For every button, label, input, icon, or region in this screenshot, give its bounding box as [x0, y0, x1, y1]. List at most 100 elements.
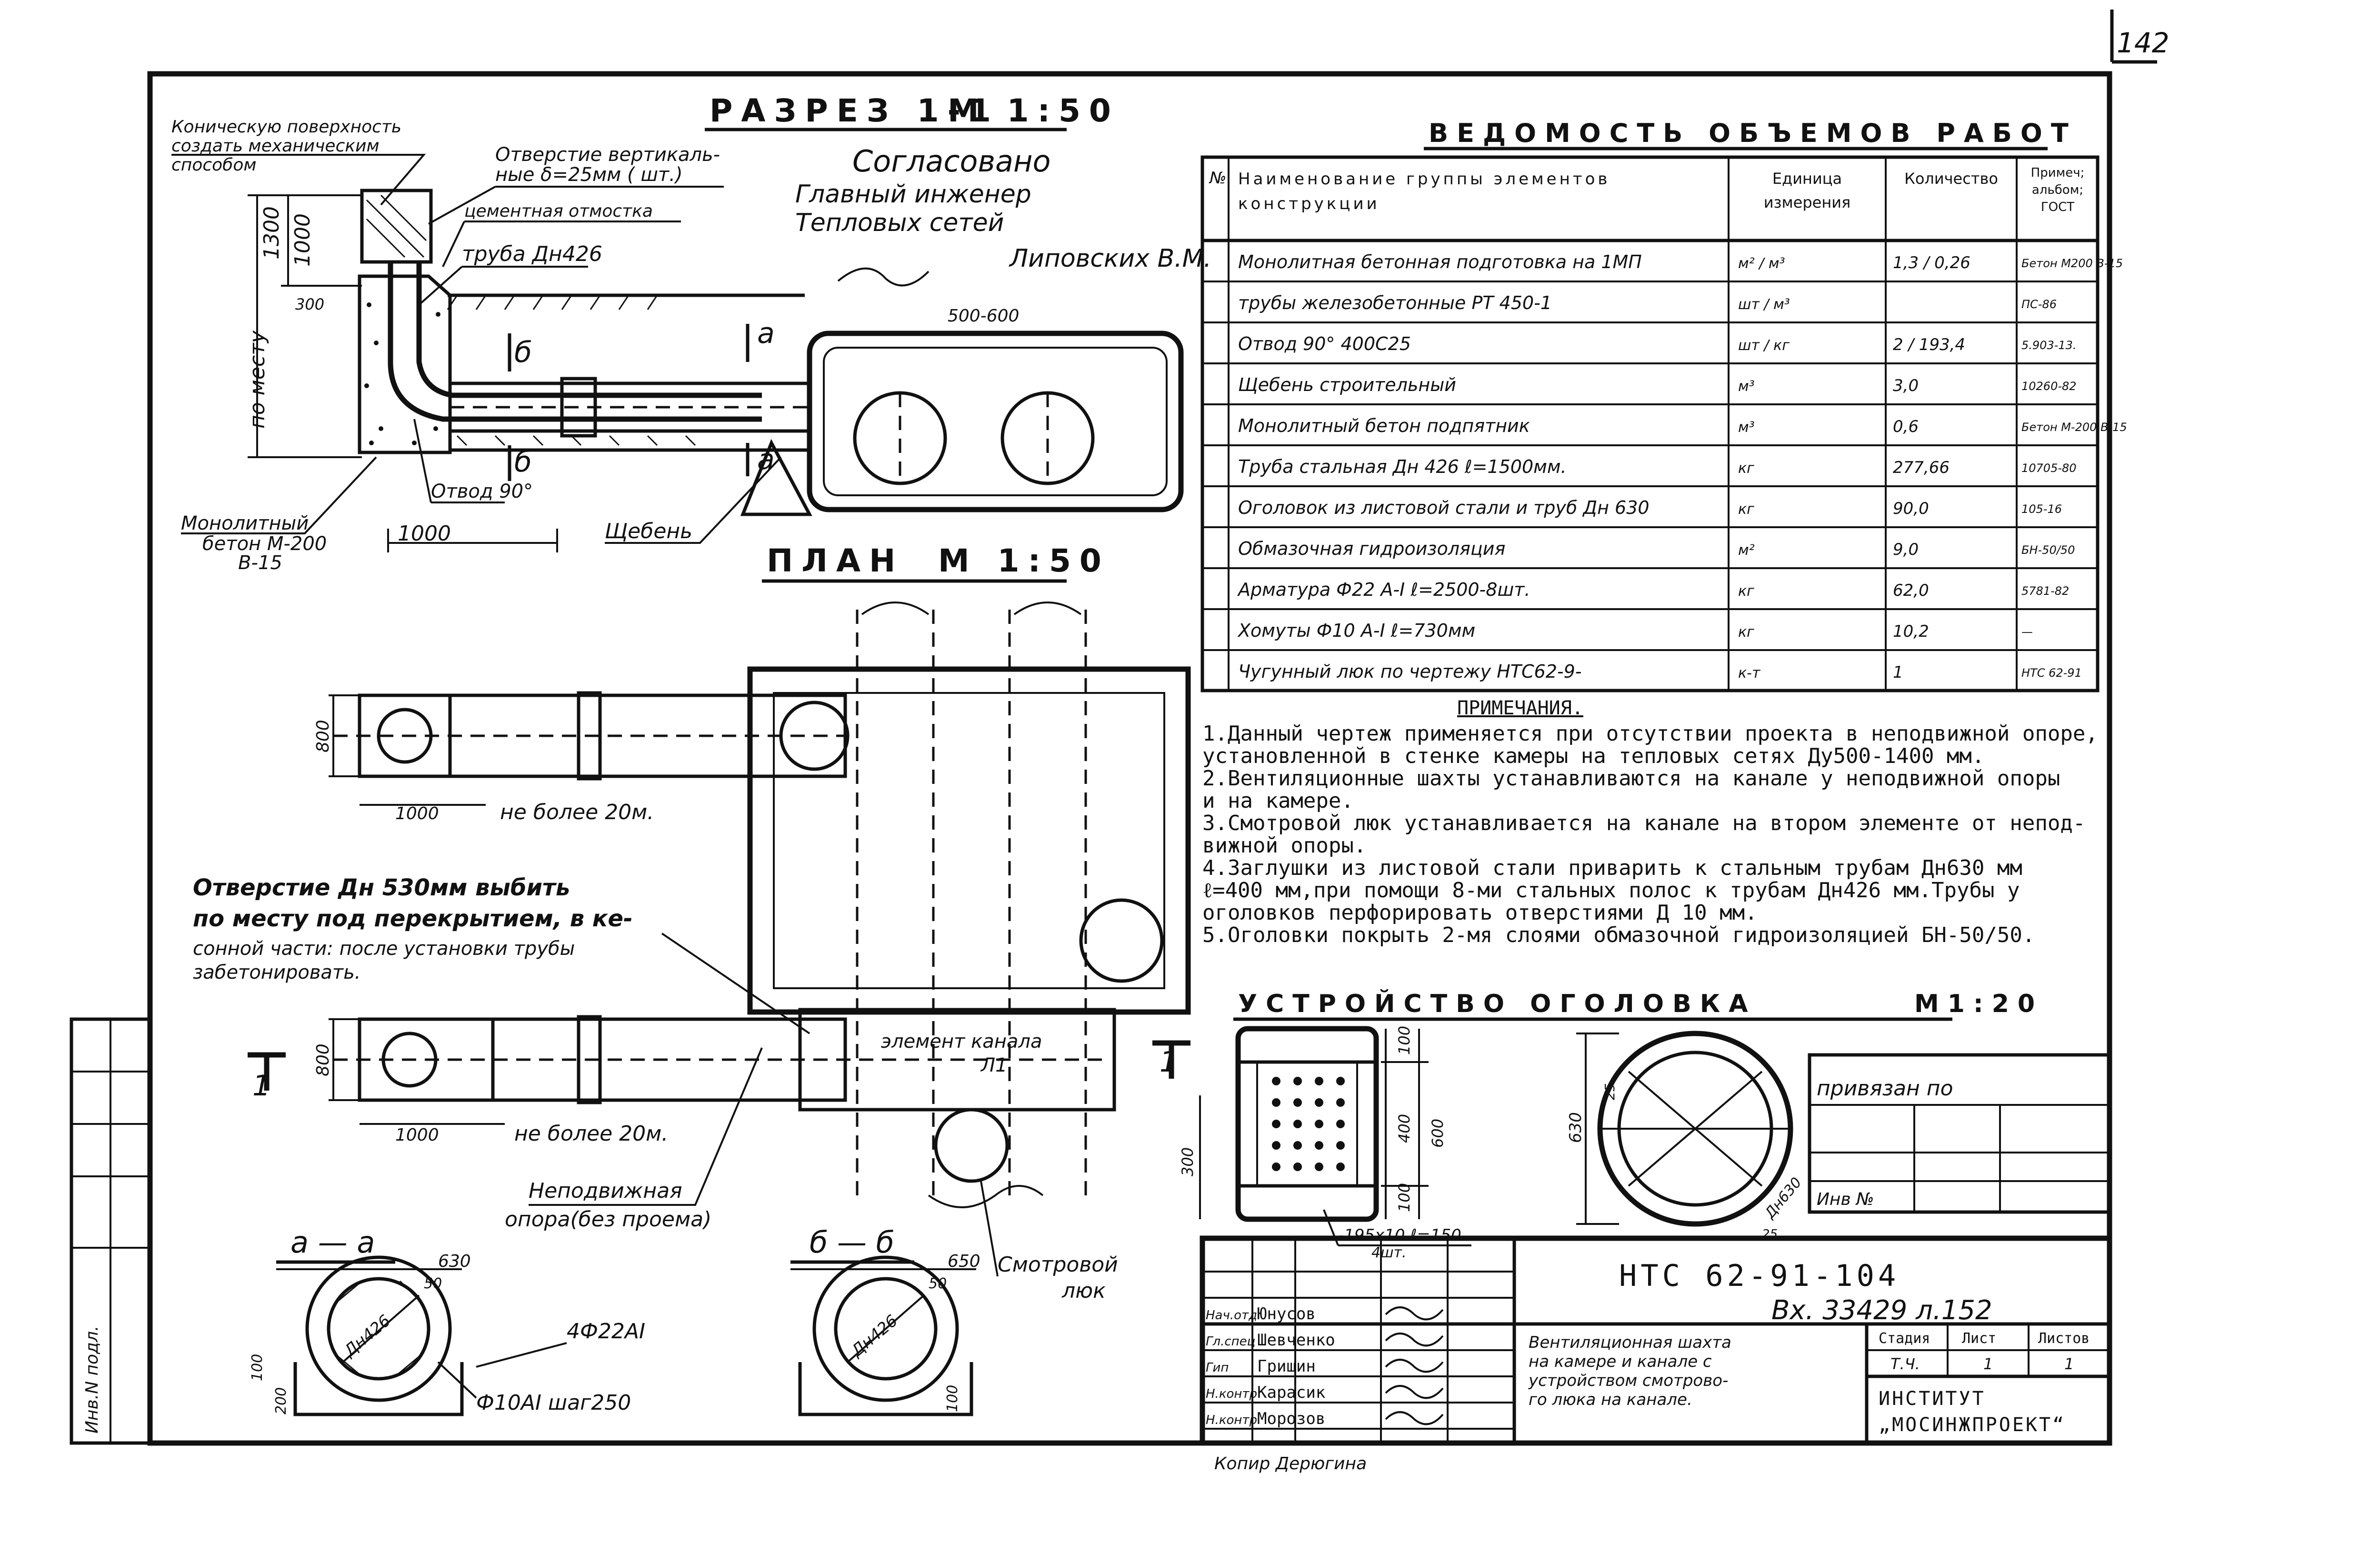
tb-signature: [1385, 1306, 1444, 1321]
perforation-hole: [1315, 1163, 1323, 1171]
shaft-pipe-inner: [416, 262, 762, 398]
bb-dim-50: 50: [929, 1275, 947, 1292]
works-row-ref: 105-16: [2021, 502, 2062, 516]
section-scale: М 1:50: [948, 92, 1120, 129]
approval-line2: Тепловых сетей: [795, 209, 1004, 237]
perforation-hole: [1272, 1098, 1280, 1107]
aa-rebar: 4Ф22АI: [567, 1319, 645, 1343]
works-row-qty: 90,0: [1893, 499, 1929, 518]
works-row-ref: НТС 62-91: [2021, 666, 2082, 680]
tb-signature: [1385, 1385, 1444, 1399]
works-row-unit: м² / м³: [1738, 255, 1785, 272]
works-row-ref: 10705-80: [2021, 461, 2077, 475]
head-perforation: [1272, 1077, 1345, 1171]
opening-note-2: по месту под перекрытием, в ке-: [193, 905, 633, 932]
plan-title: ПЛАН: [767, 542, 904, 579]
cut-mark-a-bottom: а: [757, 443, 775, 476]
works-row-unit: кг: [1738, 501, 1754, 518]
works-row-name: Оголовок из листовой стали и труб Дн 630: [1238, 497, 1650, 518]
concrete-stipple: [364, 302, 440, 445]
callout-vent-1: Отверстие вертикаль-: [495, 144, 720, 166]
callout-vent-2: ные δ=25мм ( шт.): [495, 164, 683, 186]
works-row-name: Труба стальная Дн 426 ℓ=1500мм.: [1238, 456, 1567, 477]
plan-channel-element: [798, 1008, 1116, 1112]
works-row-ref: 10260-82: [2021, 380, 2077, 393]
works-row-qty: 277,66: [1893, 458, 1950, 477]
notes-list: 1.Данный чертеж применяется при отсутств…: [1202, 722, 2098, 947]
tb-role: Н.контр: [1206, 1387, 1257, 1401]
cut-mark-b-top: б: [514, 336, 532, 369]
concrete-block: [358, 274, 452, 454]
tb-institute-1: ИНСТИТУТ: [1879, 1388, 1986, 1410]
bb-pipe: [834, 1277, 938, 1381]
approval-signature: [837, 267, 930, 287]
section-bb-title: б — б: [810, 1225, 894, 1260]
cut-mark-b-bottom: б: [514, 445, 532, 479]
works-row-name: Арматура Ф22 А-I ℓ=2500-8шт.: [1237, 579, 1530, 600]
perforation-hole: [1293, 1163, 1302, 1171]
head-dim-600: 600: [1429, 1119, 1447, 1148]
tb-name: Морозов: [1257, 1409, 1325, 1428]
perforation-hole: [1336, 1098, 1345, 1107]
cut-mark-a-top: а: [757, 317, 775, 350]
perforation-hole: [1315, 1141, 1323, 1150]
head-device-title: УСТРОЙСТВО ОГОЛОВКА: [1238, 989, 1756, 1018]
note-line: 4.Заглушки из листовой стали приварить к…: [1202, 856, 2022, 880]
aa-outer-ring: [305, 1255, 452, 1402]
side-stamp-label: Инв.N подл.: [82, 1326, 102, 1434]
plan-scale: М 1:50: [938, 542, 1110, 579]
note-line: и на камере.: [1202, 789, 1354, 813]
aa-dia: Дн426: [340, 1311, 394, 1361]
callout-pipe: труба Дн426: [462, 242, 602, 266]
aa-dim-200: 200: [273, 1387, 290, 1414]
works-row-unit: шт / м³: [1738, 296, 1790, 313]
sheet-number-corner: [2110, 10, 2157, 64]
plan-dim-800-top: 800: [313, 720, 333, 752]
works-row-unit: шт / кг: [1738, 337, 1790, 354]
works-row-ref: ПС-86: [2021, 298, 2057, 311]
plan-chamber-hatch-2: [1079, 898, 1164, 983]
perforation-hole: [1336, 1163, 1345, 1171]
head-dim-top: 100: [1395, 1026, 1413, 1055]
works-row-qty: 0,6: [1893, 417, 1919, 436]
tb-sheets-value: 1: [2064, 1355, 2074, 1373]
works-col-no: №: [1209, 169, 1226, 188]
works-row-qty: 62,0: [1893, 581, 1929, 600]
perforation-hole: [1315, 1098, 1323, 1107]
works-row-name: Обмазочная гидроизоляция: [1238, 538, 1505, 559]
works-row-name: Отвод 90° 400С25: [1238, 333, 1411, 354]
works-col-ref: Примеч; альбом; ГОСТ: [2031, 166, 2085, 214]
tb-name: Гришин: [1257, 1357, 1316, 1376]
callout-concrete-2: бетон М-200: [202, 533, 327, 555]
head-strip-2: 4шт.: [1371, 1244, 1407, 1261]
cut-1-left: 1: [252, 1069, 270, 1103]
aa-pipe: [327, 1277, 430, 1381]
tb-sheet-value: 1: [1983, 1355, 1993, 1373]
works-col-qty: Количество: [1904, 170, 1998, 188]
works-row-qty: 3,0: [1893, 376, 1919, 395]
aa-dim-630: 630: [438, 1252, 471, 1271]
shaft-head: [360, 189, 433, 264]
callout-concrete-3: В-15: [238, 552, 282, 574]
works-table-title: ВЕДОМОСТЬ ОБЪЕМОВ РАБОТ: [1429, 118, 2077, 148]
shaft-pipe-outer: [388, 262, 762, 422]
perforation-hole: [1336, 1120, 1345, 1128]
works-row-name: Монолитный бетон подпятник: [1238, 415, 1530, 436]
gravel-bed: [448, 431, 810, 452]
bb-dim-650: 650: [948, 1252, 980, 1271]
works-row-unit: м³: [1738, 419, 1755, 436]
copied-by: Копир Дерюгина: [1214, 1454, 1367, 1474]
perforation-hole: [1272, 1141, 1280, 1150]
head-dim-400: 400: [1395, 1114, 1413, 1143]
fixed-support-2: опора(без проема): [505, 1207, 711, 1232]
opening-note-1: Отверстие Дн 530мм выбить: [193, 874, 570, 901]
works-row-name: Щебень строительный: [1238, 374, 1456, 395]
tb-stage-header: Стадия: [1879, 1330, 1930, 1347]
fixed-support-1: Неподвижная: [529, 1179, 682, 1203]
plan-not-more-bottom: не более 20м.: [514, 1122, 668, 1146]
callout-bend: Отвод 90°: [431, 481, 533, 502]
gravel-slope: [740, 439, 812, 516]
works-row-qty: 9,0: [1893, 540, 1919, 559]
perforation-hole: [1272, 1120, 1280, 1128]
